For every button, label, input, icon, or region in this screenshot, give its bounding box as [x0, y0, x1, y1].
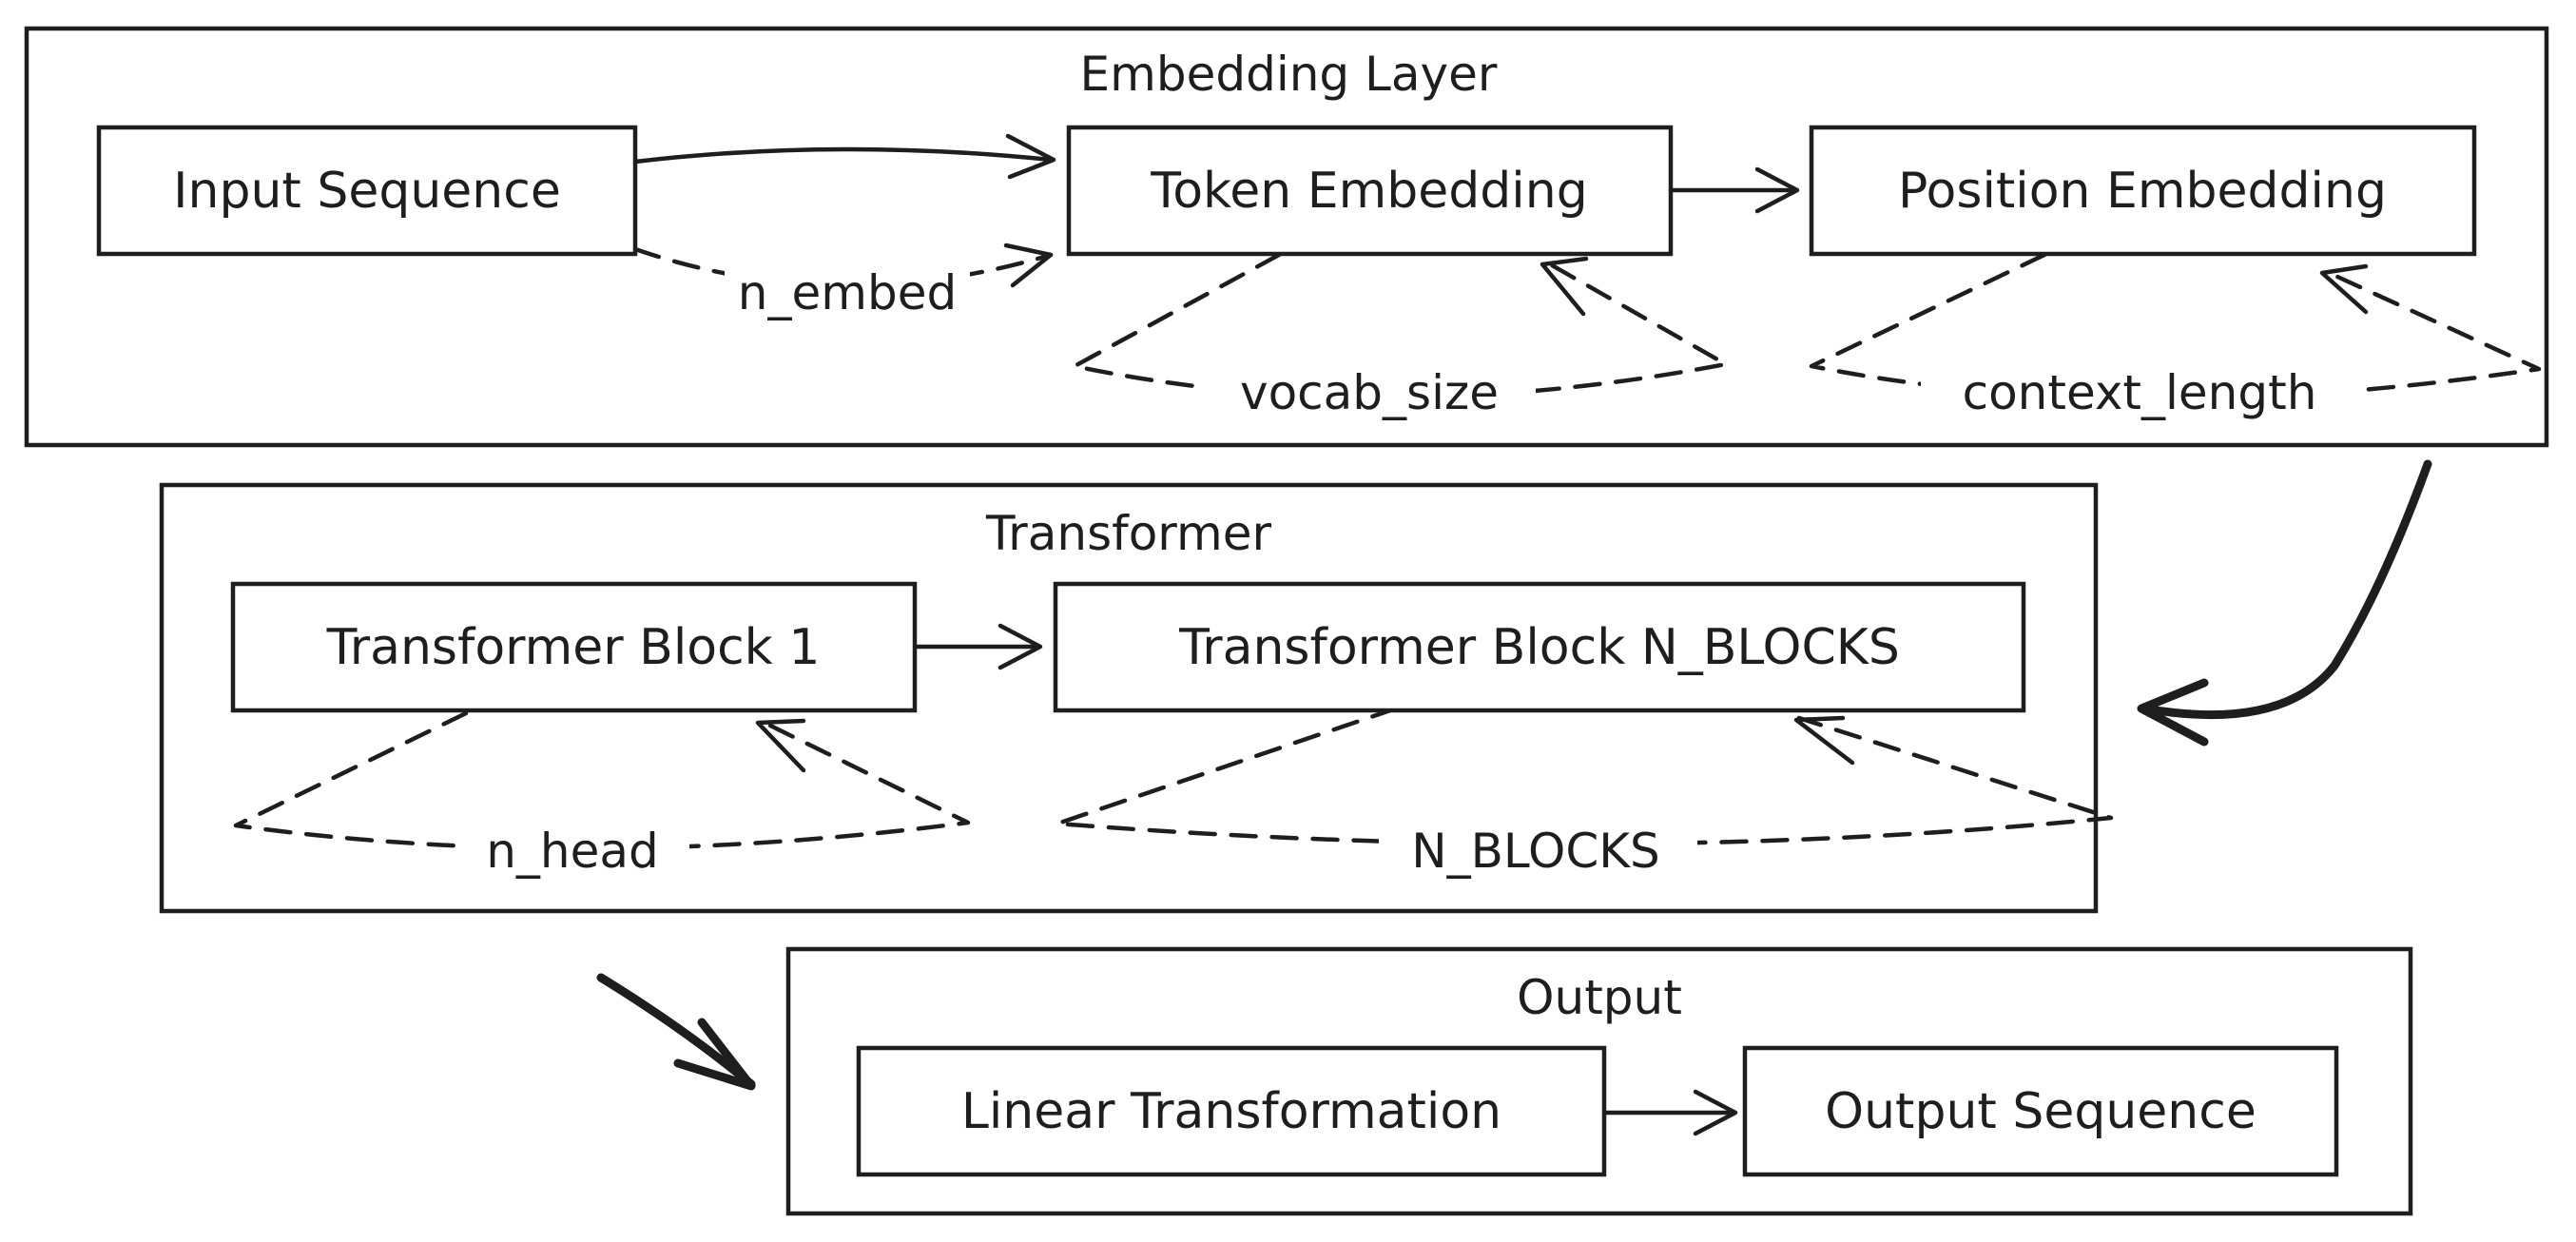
input-sequence-label: Input Sequence: [173, 163, 561, 220]
transformer-block-n-node: [1053, 581, 2026, 713]
arrowhead-block1-to-blockn: [997, 623, 1043, 670]
context-length-label: context_length: [1963, 365, 2317, 420]
output-sequence-label: Output Sequence: [1825, 1083, 2256, 1140]
arrowhead-vocab-size: [1540, 256, 1589, 317]
arrowhead-n-embed: [1003, 243, 1054, 288]
embedding-layer-group: [24, 26, 2549, 448]
n-head-label: n_head: [486, 824, 659, 879]
linear-transformation-node: [856, 1045, 1607, 1177]
transformer-block-1-label: Transformer Block 1: [326, 619, 821, 676]
n-embed-label: n_embed: [738, 265, 957, 320]
token-embedding-node: [1066, 125, 1674, 257]
transformer-block-n-label: Transformer Block N_BLOCKS: [1178, 619, 1900, 676]
linear-transformation-label: Linear Transformation: [961, 1083, 1501, 1140]
input-sequence-node: [96, 125, 638, 257]
arrowhead-context-length: [2319, 263, 2369, 315]
output-title: Output: [1517, 970, 1682, 1025]
arrowhead-input-to-token: [1005, 133, 1056, 180]
edge-embedding-to-transformer: [2140, 459, 2432, 720]
arrowhead-transformer-to-output: [673, 1018, 756, 1091]
output-sequence-node: [1742, 1045, 2339, 1177]
edge-transformer-to-output: [596, 973, 756, 1089]
token-embedding-label: Token Embedding: [1150, 163, 1587, 220]
position-embedding-label: Position Embedding: [1898, 163, 2387, 220]
transformer-group: [159, 482, 2099, 914]
n-blocks-label: N_BLOCKS: [1411, 824, 1660, 879]
arrowhead-embedding-to-transformer: [2137, 678, 2209, 747]
transformer-block-1-node: [230, 581, 918, 713]
output-group: [785, 946, 2413, 1216]
position-embedding-node: [1809, 125, 2477, 257]
arrowhead-token-to-position: [1754, 166, 1800, 214]
arrowhead-n-blocks: [1793, 715, 1855, 766]
arrowhead-linear-to-output: [1693, 1089, 1738, 1136]
vocab-size-label: vocab_size: [1240, 365, 1499, 420]
edge-input-to-token: [632, 146, 1054, 165]
embedding-layer-title: Embedding Layer: [1080, 47, 1498, 102]
arrowhead-n-head: [755, 718, 806, 773]
edge-context-length-loop: [1809, 252, 2542, 401]
transformer-title: Transformer: [985, 506, 1271, 561]
